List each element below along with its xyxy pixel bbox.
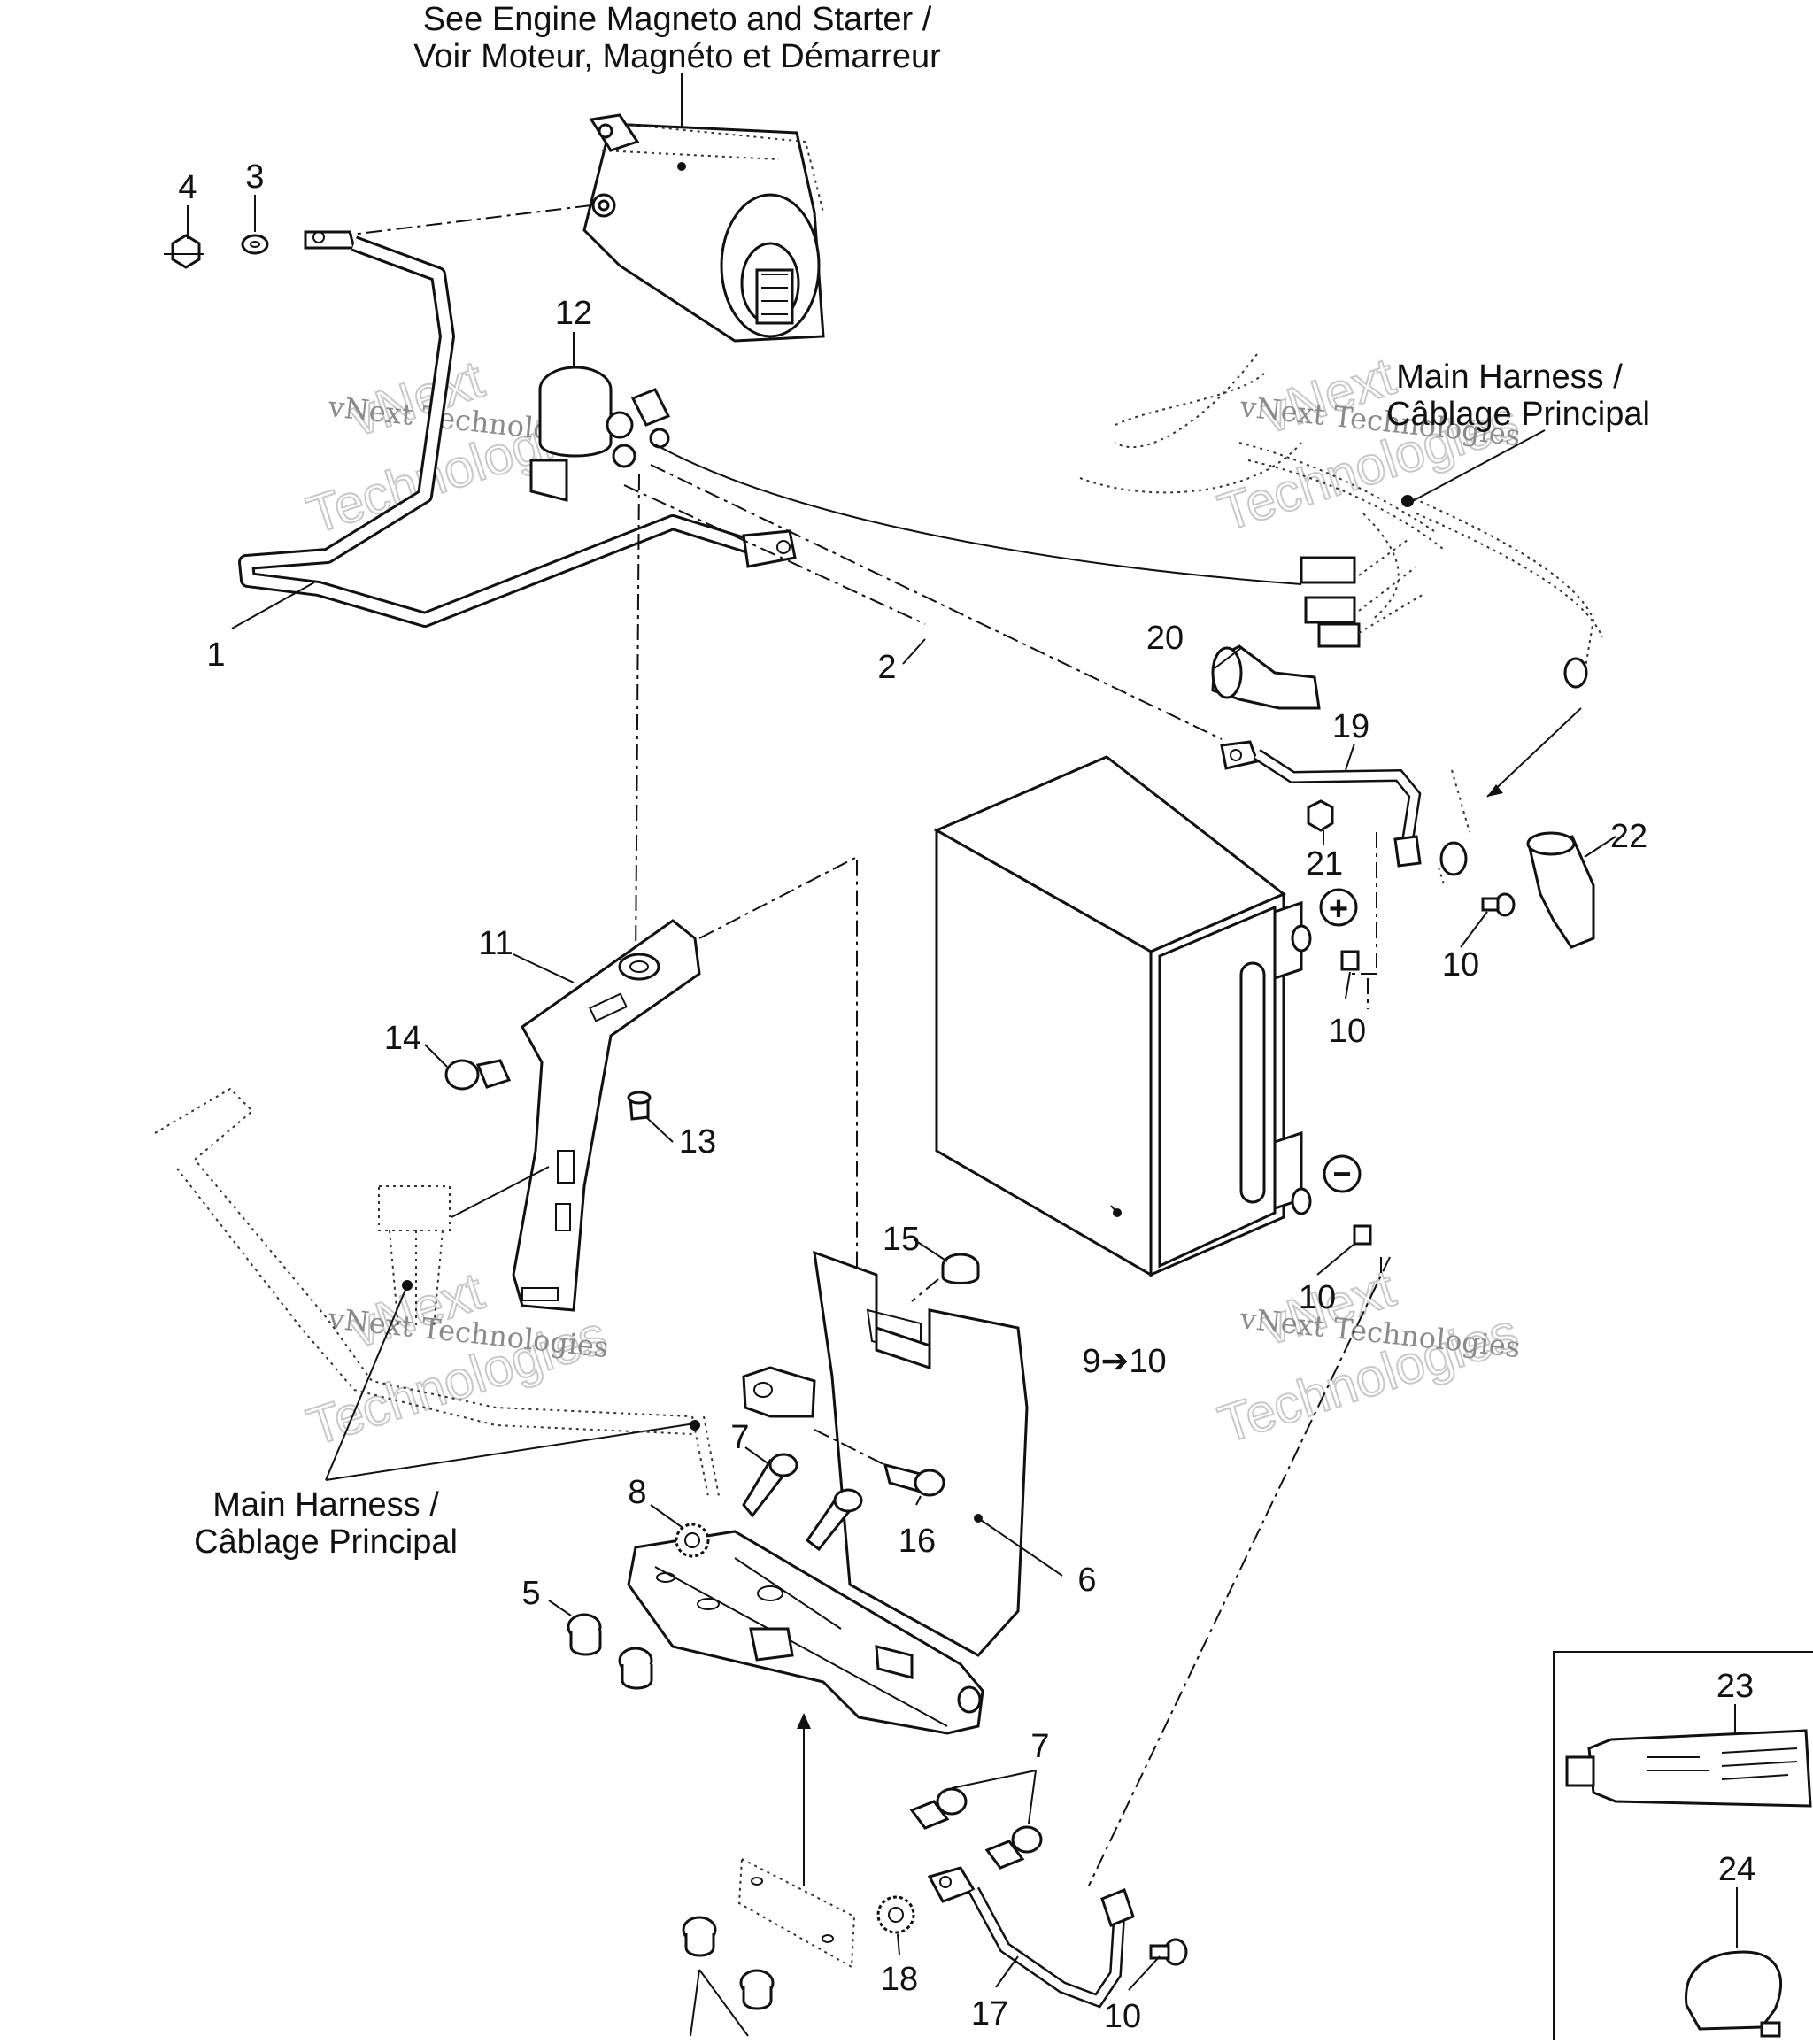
part-number-4: 4	[178, 169, 197, 206]
svg-text:+: +	[1329, 891, 1348, 928]
tray-base	[627, 1530, 984, 1735]
terminal-nut-positive	[1340, 950, 1360, 971]
part-number-18: 18	[881, 1961, 918, 1998]
part-number-9-to-10: 9➔10	[1082, 1343, 1166, 1380]
terminal-cap-20	[1211, 644, 1321, 710]
part-number-23: 23	[1717, 1668, 1754, 1705]
part-number-16: 16	[899, 1523, 936, 1560]
battery	[933, 755, 1312, 1277]
dielectric-grease-tube-23	[1565, 1729, 1812, 1808]
nut-15	[941, 1253, 980, 1284]
terminal-boot-22	[1526, 831, 1595, 949]
part-number-3: 3	[245, 158, 264, 196]
harness-callout-top-line1: Main Harness /	[1396, 359, 1623, 396]
part-number-1: 1	[206, 636, 225, 674]
part-number-8: 8	[628, 1474, 646, 1511]
part-number-24: 24	[1718, 1851, 1755, 1888]
part-number-11: 11	[478, 925, 513, 962]
main-harness-left	[154, 1087, 720, 1497]
part-number-10-right: 10	[1442, 946, 1479, 983]
lock-washer-18	[876, 1895, 915, 1934]
part-number-10-bottom: 10	[1104, 1998, 1141, 2035]
bushing-5	[567, 1613, 653, 1690]
nut-21	[1307, 799, 1334, 832]
harness-callout-left-line2: Câblage Principal	[194, 1523, 458, 1561]
starter-motor	[582, 113, 825, 343]
nut-4	[164, 234, 204, 269]
washer-3	[241, 234, 269, 255]
bolt-10-bottom	[1149, 1938, 1188, 1966]
bolt-14	[444, 1059, 512, 1091]
battery-cable-19	[1220, 740, 1422, 975]
bolt-7-upper	[742, 1453, 863, 1552]
positive-terminal-marker: +	[1319, 888, 1358, 928]
part-number-15: 15	[883, 1221, 920, 1258]
part-number-6: 6	[1077, 1562, 1096, 1599]
part-number-20: 20	[1146, 620, 1184, 657]
battery-bracket-11	[512, 919, 701, 1312]
part-number-13: 13	[679, 1123, 716, 1161]
part-number-22: 22	[1610, 818, 1647, 855]
ground-cable-17	[927, 1866, 1135, 2009]
tray-tab	[742, 1366, 816, 1418]
part-number-10-positive: 10	[1329, 1013, 1366, 1050]
part-number-19: 19	[1332, 708, 1369, 745]
starter-solenoid	[529, 366, 671, 502]
part-number-21: 21	[1306, 845, 1343, 883]
starter-callout-line2: Voir Moteur, Magnéto et Démarreur	[413, 38, 941, 75]
bolt-16	[883, 1462, 945, 1497]
starter-callout-line1: See Engine Magneto and Starter /	[423, 1, 932, 38]
bushing-lower	[682, 1916, 775, 2010]
bottom-plate	[737, 1857, 856, 1969]
part-number-5: 5	[521, 1575, 540, 1612]
bolt-10-right	[1481, 892, 1516, 917]
cable-tie-24	[1685, 1950, 1783, 2038]
part-number-10-negative: 10	[1299, 1279, 1336, 1316]
svg-text:−: −	[1332, 1155, 1351, 1192]
part-number-7-upper: 7	[730, 1419, 749, 1456]
harness-callout-top-line2: Câblage Principal	[1386, 396, 1650, 433]
inset-box	[1553, 1651, 1813, 2040]
main-harness-top	[1079, 353, 1603, 689]
harness-callout-left-line1: Main Harness /	[212, 1486, 439, 1523]
part-number-14: 14	[384, 1020, 421, 1057]
part-number-7-lower: 7	[1030, 1728, 1049, 1765]
terminal-nut-negative	[1353, 1224, 1372, 1246]
part-number-2: 2	[877, 649, 896, 686]
starter-cable	[238, 230, 797, 628]
part-number-17: 17	[971, 1995, 1008, 2032]
part-number-12: 12	[555, 295, 592, 332]
nut-13	[627, 1091, 652, 1121]
lock-washer-8	[675, 1523, 710, 1558]
battery-tray-6	[813, 1250, 1029, 1657]
negative-terminal-marker: −	[1323, 1154, 1362, 1193]
bolt-7-lower	[909, 1787, 1043, 1870]
